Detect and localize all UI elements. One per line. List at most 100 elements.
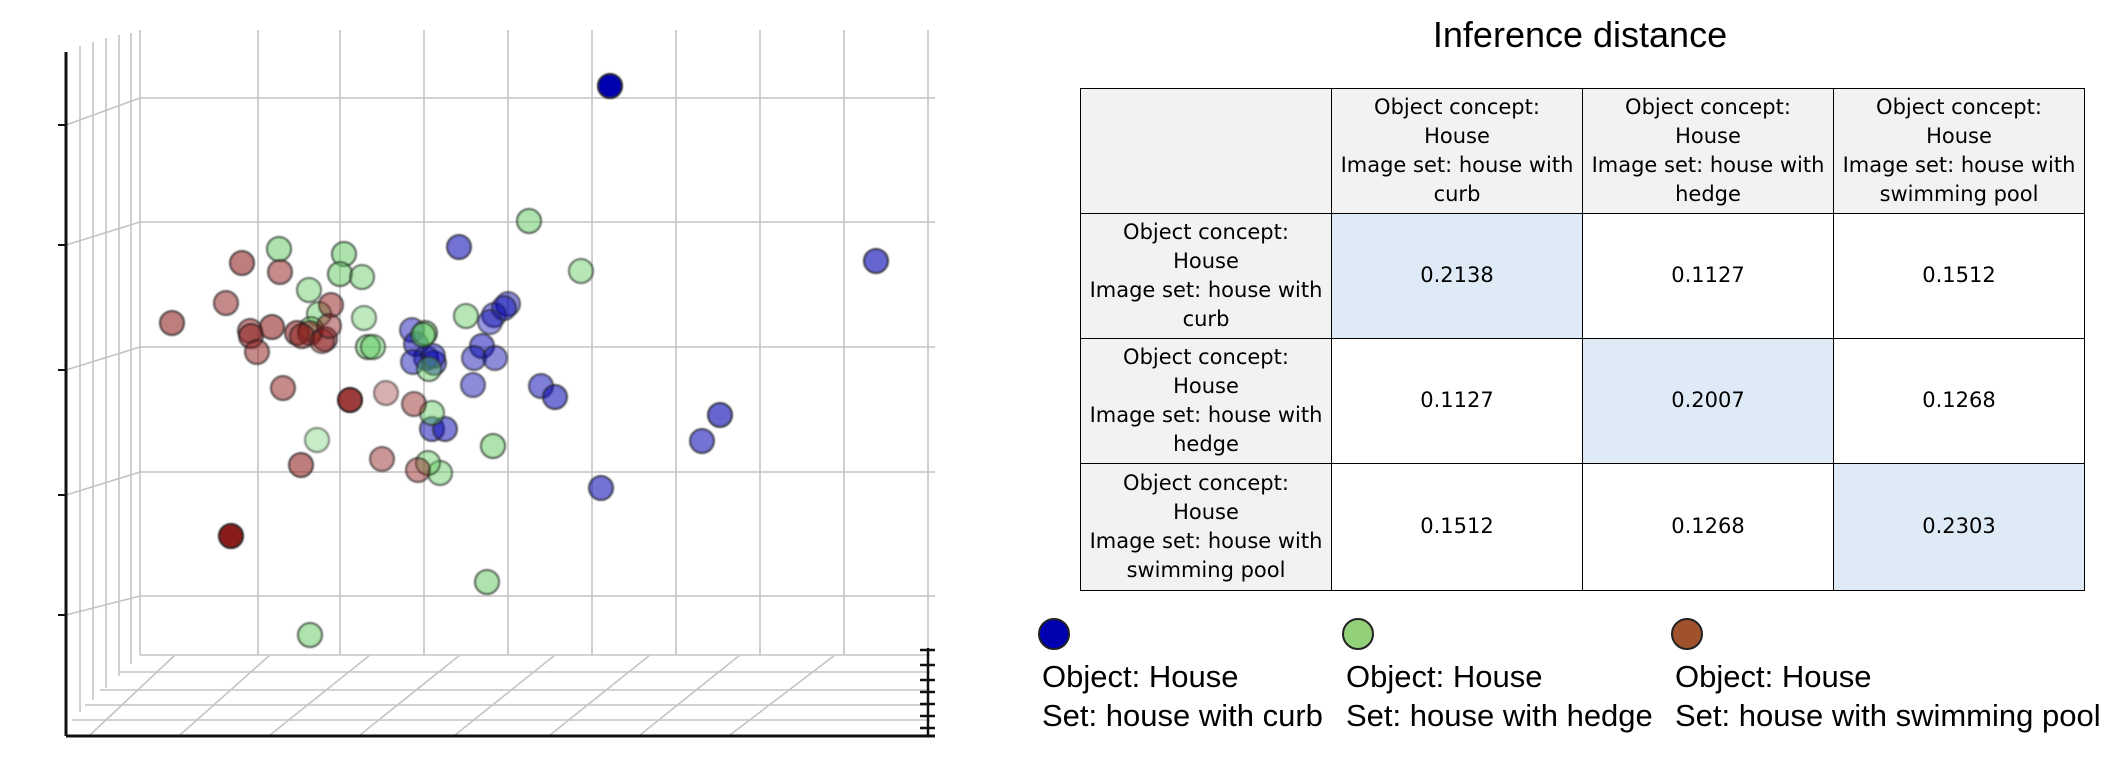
column-header-line: Image set: house with: [1842, 152, 2076, 177]
row-header-line: swimming pool: [1126, 557, 1286, 582]
row-header-line: Image set: house with: [1089, 528, 1323, 553]
plot-grid: [65, 30, 935, 736]
column-header-line: Object concept: House: [1374, 95, 1540, 148]
table-row: Object concept: House Image set: house w…: [1080, 337, 2085, 464]
table-cell: 0.2303: [1833, 462, 2085, 591]
scatter-point-series-1: [568, 258, 594, 284]
grid-line: [65, 221, 141, 246]
grid-line: [359, 654, 461, 736]
scatter-point-series-1: [480, 433, 506, 459]
scatter-point-series-1: [296, 277, 322, 303]
scatter-point-series-1: [416, 356, 442, 382]
column-header-swimming-pool: Object concept: House Image set: house w…: [1833, 88, 2085, 214]
scatter-point-series-2: [218, 523, 244, 549]
legend-label-set: Set: house with hedge: [1346, 697, 1653, 733]
table-cell: 0.1127: [1331, 337, 1583, 464]
grid-line: [549, 654, 651, 736]
scatter-point-series-2: [337, 387, 363, 413]
scatter-point-series-2: [401, 391, 427, 417]
legend-item-hedge: Object: House Set: house with hedge: [1342, 618, 1653, 736]
scatter-point-series-0: [707, 402, 733, 428]
column-header-line: Object concept: House: [1625, 95, 1791, 148]
scatter-point-series-1: [474, 569, 500, 595]
scatter-point-series-1: [297, 622, 323, 648]
row-header-line: Object concept: House: [1123, 470, 1289, 524]
scatter-point-series-0: [477, 309, 503, 335]
scatter-point-series-1: [349, 264, 375, 290]
grid-line: [179, 654, 271, 736]
row-header-line: curb: [1182, 306, 1230, 331]
column-header-hedge: Object concept: House Image set: house w…: [1582, 88, 1834, 214]
plot-axes: [58, 52, 935, 738]
legend-marker-icon: [1038, 618, 1070, 650]
scatter-point-series-2: [373, 380, 399, 406]
scatter-point-series-0: [446, 234, 472, 260]
scatter-point-series-2: [159, 310, 185, 336]
grid-line: [639, 654, 741, 736]
scatter-point-series-1: [410, 322, 436, 348]
scatter-point-series-0: [597, 73, 623, 99]
table-cell: 0.1268: [1582, 462, 1834, 591]
row-header-line: Object concept: House: [1123, 344, 1289, 398]
scatter-point-series-0: [460, 372, 486, 398]
scatter-point-series-1: [266, 236, 292, 262]
column-header-line: Image set: house with: [1591, 152, 1825, 177]
grid-line: [454, 654, 556, 736]
scatter-point-series-2: [369, 446, 395, 472]
column-header-line: Object concept: House: [1876, 95, 2042, 148]
scatter-point-series-2: [213, 290, 239, 316]
scatter-point-series-1: [351, 305, 377, 331]
scatter-point-series-2: [267, 259, 293, 285]
legend-item-curb: Object: House Set: house with curb: [1038, 618, 1323, 736]
table-cell: 0.1268: [1833, 337, 2085, 464]
legend-marker-icon: [1671, 618, 1703, 650]
scatter-point-series-1: [516, 208, 542, 234]
table-row: Object concept: House Image set: house w…: [1080, 462, 2085, 591]
table-cell: 0.2007: [1582, 337, 1834, 464]
scatter-point-series-1: [453, 303, 479, 329]
plot-points: [159, 73, 889, 648]
scatter-point-series-2: [270, 375, 296, 401]
scatter-point-series-0: [542, 384, 568, 410]
grid-line: [269, 654, 371, 736]
row-header-swimming-pool: Object concept: House Image set: house w…: [1080, 462, 1332, 591]
scatter-point-series-1: [304, 427, 330, 453]
inference-distance-table: Object concept: House Image set: house w…: [1080, 88, 2085, 591]
legend-label-object: Object: House: [1346, 659, 1543, 694]
legend-item-swimming-pool: Object: House Set: house with swimming p…: [1671, 618, 2101, 736]
grid-line: [65, 471, 141, 496]
scatter-point-series-1: [360, 334, 386, 360]
table-cell: 0.1512: [1833, 212, 2085, 339]
column-header-line: hedge: [1675, 181, 1741, 206]
row-header-line: Image set: house with: [1089, 402, 1323, 427]
column-header-line: Image set: house with: [1340, 152, 1574, 177]
legend-marker-icon: [1342, 618, 1374, 650]
row-header-line: Object concept: House: [1123, 219, 1289, 273]
grid-line: [65, 97, 141, 126]
scatter-point-series-2: [229, 250, 255, 276]
legend-label-set: Set: house with swimming pool: [1675, 697, 2101, 733]
table-row: Object concept: House Image set: house w…: [1080, 212, 2085, 339]
row-header-hedge: Object concept: House Image set: house w…: [1080, 337, 1332, 464]
table-title: Inference distance: [1432, 14, 1728, 55]
grid-line: [65, 346, 141, 371]
scatter-point-series-2: [316, 313, 342, 339]
row-header-line: Image set: house with: [1089, 277, 1323, 302]
scatter-point-series-0: [863, 248, 889, 274]
scatter-3d-plot: [0, 0, 960, 770]
scatter-point-series-2: [405, 457, 431, 483]
scatter-point-series-0: [588, 475, 614, 501]
scatter-point-series-1: [327, 261, 353, 287]
grid-line: [729, 654, 836, 736]
scatter-3d-svg: [58, 30, 935, 738]
grid-line: [89, 654, 176, 736]
table-cell: 0.1512: [1331, 462, 1583, 591]
legend-label-object: Object: House: [1042, 659, 1239, 694]
table-cell: 0.1127: [1582, 212, 1834, 339]
scatter-point-series-2: [244, 339, 270, 365]
legend-label-object: Object: House: [1675, 659, 1872, 694]
table-cell: 0.2138: [1331, 212, 1583, 339]
scatter-point-series-2: [288, 452, 314, 478]
grid-line: [65, 595, 141, 616]
table-corner-cell: [1080, 88, 1332, 214]
